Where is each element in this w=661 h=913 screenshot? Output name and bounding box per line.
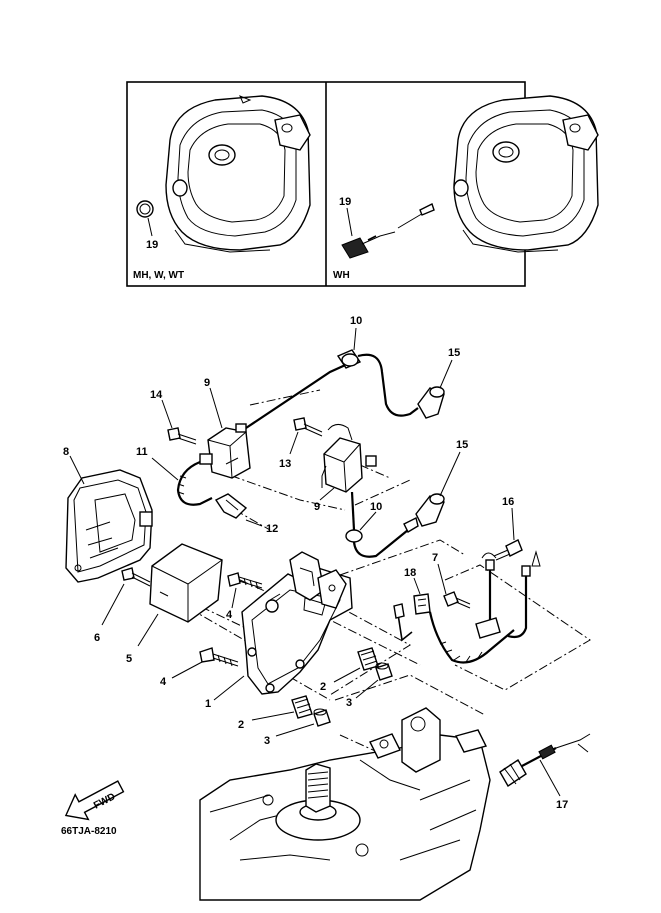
inset-right-cover [453,95,599,253]
part-2-grommet-lower [291,695,313,719]
grommet-19 [136,200,154,218]
part-1-base-plate [241,551,353,695]
leader-19b [346,207,353,237]
inset-left-caption: MH, W, WT [133,270,184,281]
part-15-plug-cap-upper [417,386,445,419]
leader-19a [147,217,153,237]
part-4-bolt-lower [199,647,239,667]
callout-5: 5 [126,653,132,665]
part-17-lead-wire [499,733,591,787]
part-8-cover [65,469,153,583]
part-9-ignition-coil-lower [321,424,377,493]
part-5-cdi-unit [149,543,223,623]
inset-left-cover [165,95,311,253]
callout-15a: 15 [448,347,460,359]
callout-2b: 2 [238,719,244,731]
part-10-ht-cord-lower [345,491,419,558]
callout-14: 14 [150,389,163,401]
part-6-bolt [121,567,151,587]
callout-16: 16 [502,496,514,508]
part-2-grommet-upper [357,647,379,671]
callout-4a: 4 [226,609,233,621]
wire-harness [393,550,541,664]
part-15-plug-cap-lower [415,493,445,527]
part-11-lead-wire [176,460,213,506]
callout-1: 1 [205,698,211,710]
callout-17: 17 [556,799,568,811]
part-9-ignition-coil-upper [199,423,251,479]
callout-11: 11 [136,446,148,458]
callout-3b: 3 [264,735,270,747]
switch-19 [341,203,435,259]
inset-right-caption: WH [333,270,350,281]
part-7-bolt [443,591,471,609]
callout-6: 6 [94,632,100,644]
part-18-connector [413,593,431,615]
callout-12: 12 [266,523,278,535]
callout-2a: 2 [320,681,326,693]
callout-10a: 10 [350,315,362,327]
part-4-bolt-upper [227,572,263,590]
part-3-collar-upper [375,662,393,681]
part-10-ht-cord-upper [245,349,419,429]
inset-panels: 19 MH, W, WT 19 WH [126,81,599,287]
callout-8: 8 [63,446,69,458]
callout-15b: 15 [456,439,468,451]
callout-9b: 9 [314,501,320,513]
part-13-bolt [293,417,323,437]
callout-19b: 19 [339,196,351,208]
engine-block [199,707,491,901]
callout-9a: 9 [204,377,210,389]
part-16-screw [493,539,523,561]
callout-19a: 19 [146,239,158,251]
fwd-direction-arrow [64,780,125,821]
part-3-collar-lower [313,708,331,727]
callout-3a: 3 [346,697,352,709]
callout-13: 13 [279,458,291,470]
callout-10b: 10 [370,501,382,513]
callout-18: 18 [404,567,416,579]
part-14-bolt [167,427,197,445]
callout-4b: 4 [160,676,167,688]
drawing-code: 66TJA-8210 [61,826,117,837]
part-12-clip [214,493,248,519]
callout-7: 7 [432,552,438,564]
